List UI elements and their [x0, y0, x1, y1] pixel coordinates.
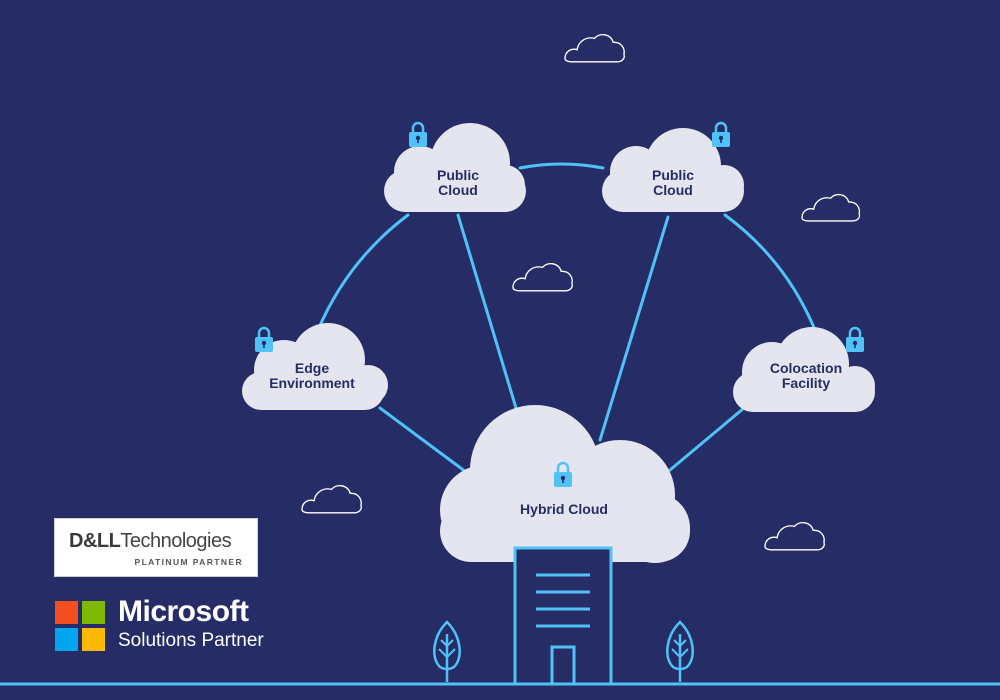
edge-public1-public2 [518, 162, 605, 170]
dell-logo: D&LLTechnologies [69, 530, 232, 552]
lock-icon [844, 326, 866, 354]
node-label-hybrid-cloud: Hybrid Cloud [520, 501, 608, 517]
cloud-outline-icon [801, 193, 861, 222]
cloud-outline-icon [301, 484, 362, 514]
cloud-outline-icon [564, 33, 625, 63]
tree-icon [433, 620, 461, 684]
edge-public2-hybrid [598, 215, 670, 442]
connections [316, 162, 817, 474]
microsoft-logo-icon [55, 601, 105, 651]
node-label-public-cloud-1: Public Cloud [436, 167, 479, 198]
edge-public1-edge [316, 213, 410, 332]
cloud-edge [242, 323, 388, 410]
microsoft-name: Microsoft [118, 595, 249, 628]
edge-colocation-hybrid [668, 406, 746, 472]
cloud-public-2 [602, 128, 744, 212]
edge-public2-colocation [723, 213, 817, 332]
lock-icon [407, 121, 429, 149]
cloud-hybrid [440, 405, 690, 563]
edge-public1-hybrid [456, 213, 518, 410]
edge-edge-hybrid [378, 406, 468, 474]
tree-icon [666, 620, 694, 684]
cloud-public-1 [384, 123, 526, 212]
cloud-outline-icon [764, 521, 825, 551]
dell-partner-badge: D&LLTechnologies PLATINUM PARTNER [54, 518, 258, 577]
cloud-outline-icon [512, 262, 573, 292]
lock-icon [253, 326, 275, 354]
node-label-colocation-facility: Colocation Facility [769, 360, 843, 391]
cloud-colocation [733, 327, 875, 412]
dell-partner-tier: PLATINUM PARTNER [134, 557, 243, 567]
node-label-edge-environment: Edge Environment [269, 360, 355, 391]
node-label-public-cloud-2: Public Cloud [651, 167, 694, 198]
building-icon [513, 546, 613, 686]
lock-icon [710, 121, 732, 149]
microsoft-partner-subtitle: Solutions Partner [118, 630, 264, 651]
